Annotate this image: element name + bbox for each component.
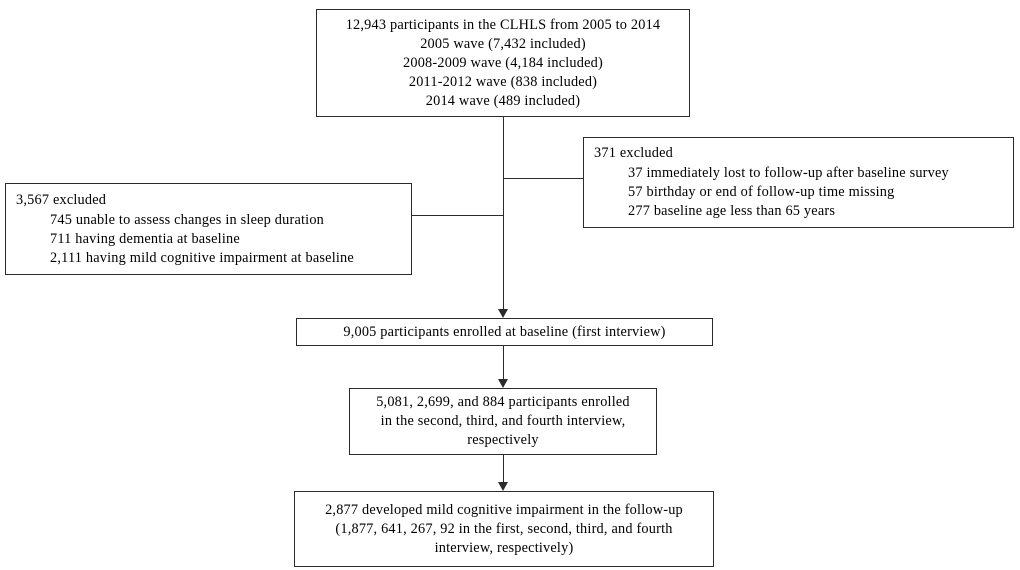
connector-to-exclusion-followup (503, 178, 584, 180)
source-population-box: 12,943 participants in the CLHLS from 20… (316, 9, 690, 117)
arrowhead-to-baseline-enrolled (498, 309, 508, 318)
connector-followup-to-outcome (503, 455, 505, 483)
exclusion-followup-box: 371 excluded 37 immediately lost to foll… (583, 137, 1014, 228)
outcome-mci-box: 2,877 developed mild cognitive impairmen… (294, 491, 714, 567)
exclusion-followup-reason-3: 277 baseline age less than 65 years (628, 203, 836, 219)
source-population-line-5: 2014 wave (489 included) (425, 92, 581, 109)
followup-enrolled-line-2: in the second, third, and fourth intervi… (380, 413, 626, 429)
outcome-mci-line-3: interview, respectively) (434, 539, 574, 556)
arrowhead-to-followup-enrolled (498, 379, 508, 388)
exclusion-followup-heading: 371 excluded (594, 145, 674, 161)
outcome-mci-line-2: (1,877, 641, 267, 92 in the first, secon… (335, 520, 673, 537)
baseline-enrolled-box: 9,005 participants enrolled at baseline … (296, 318, 713, 346)
arrowhead-to-outcome-mci (498, 482, 508, 491)
source-population-line-4: 2011-2012 wave (838 included) (408, 73, 598, 90)
exclusion-cognition-reason-1: 745 unable to assess changes in sleep du… (50, 211, 325, 228)
connector-to-exclusion-cognition (411, 215, 504, 217)
followup-enrolled-box: 5,081, 2,699, and 884 participants enrol… (349, 388, 657, 455)
source-population-line-2: 2005 wave (7,432 included) (420, 35, 586, 52)
followup-enrolled-line-3: respectively (467, 432, 539, 448)
baseline-enrolled-line-1: 9,005 participants enrolled at baseline … (343, 323, 666, 340)
exclusion-cognition-reason-3: 2,111 having mild cognitive impairment a… (50, 249, 354, 266)
outcome-mci-line-1: 2,877 developed mild cognitive impairmen… (325, 501, 683, 518)
exclusion-followup-reason-2: 57 birthday or end of follow-up time mis… (628, 184, 895, 200)
source-population-line-3: 2008-2009 wave (4,184 included) (403, 54, 603, 71)
exclusion-cognition-reason-2: 711 having dementia at baseline (50, 230, 240, 247)
connector-trunk-vertical (503, 117, 505, 309)
followup-enrolled-line-1: 5,081, 2,699, and 884 participants enrol… (376, 394, 630, 410)
exclusion-followup-reason-1: 37 immediately lost to follow-up after b… (628, 165, 949, 181)
exclusion-cognition-box: 3,567 excluded 745 unable to assess chan… (5, 183, 412, 275)
exclusion-cognition-heading: 3,567 excluded (16, 191, 107, 208)
connector-baseline-to-followup (503, 346, 505, 380)
source-population-line-1: 12,943 participants in the CLHLS from 20… (345, 16, 661, 33)
